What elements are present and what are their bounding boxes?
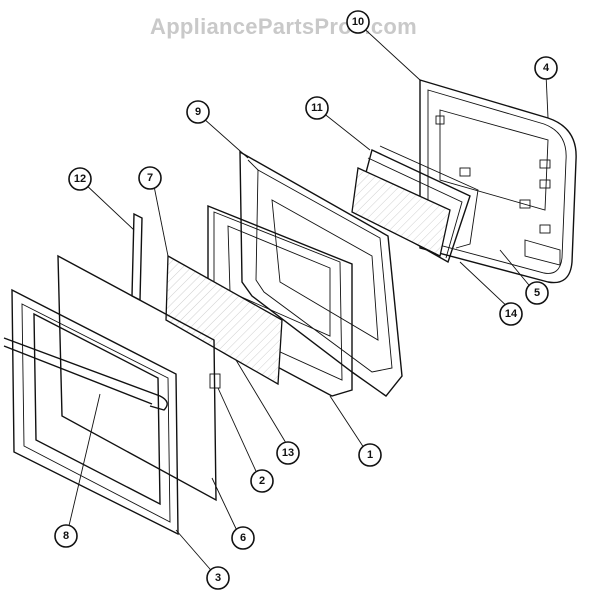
callout-7-label: 7 <box>147 172 153 184</box>
callout-5-label: 5 <box>534 287 540 299</box>
callout-1-label: 1 <box>367 449 373 461</box>
callout-3-label: 3 <box>215 572 221 584</box>
watermark-text: AppliancePartsPros.com <box>150 14 417 39</box>
callout-14: 14 <box>499 302 523 326</box>
callout-2-label: 2 <box>259 475 265 487</box>
callout-11-label: 11 <box>311 102 323 114</box>
leader-lines <box>67 21 549 577</box>
callout-13-label: 13 <box>282 447 294 459</box>
callout-4-label: 4 <box>543 62 550 74</box>
callout-2: 2 <box>250 469 274 493</box>
callout-6: 6 <box>231 526 255 550</box>
callout-8: 8 <box>54 524 78 548</box>
part-7-middle-glass <box>165 254 283 386</box>
callout-9-label: 9 <box>195 106 201 118</box>
callout-1: 1 <box>358 443 382 467</box>
part-4-inner-door-panel <box>419 79 577 284</box>
callout-13: 13 <box>276 441 300 465</box>
callout-12: 12 <box>68 167 92 191</box>
part-11-inner-glass <box>351 149 471 264</box>
callout-4: 4 <box>534 56 558 80</box>
callout-9: 9 <box>186 100 210 124</box>
callout-12-label: 12 <box>74 173 86 185</box>
part-3-outer-door <box>3 288 179 536</box>
part-8-door-handle <box>3 337 168 411</box>
callout-7: 7 <box>138 166 162 190</box>
callout-6-label: 6 <box>240 532 246 544</box>
callout-10-label: 10 <box>352 16 364 28</box>
callout-5: 5 <box>525 281 549 305</box>
part-12-bracket <box>131 212 143 302</box>
part-2-clip <box>209 351 233 389</box>
part-14-gasket <box>379 145 479 249</box>
callout-8-label: 8 <box>63 530 69 542</box>
callout-14-label: 14 <box>505 308 518 320</box>
callout-3: 3 <box>206 566 230 590</box>
callout-10: 10 <box>346 10 370 34</box>
callout-11: 11 <box>305 96 329 120</box>
part-6-outer-glass <box>57 254 217 502</box>
part-9-door-frame <box>239 150 403 397</box>
